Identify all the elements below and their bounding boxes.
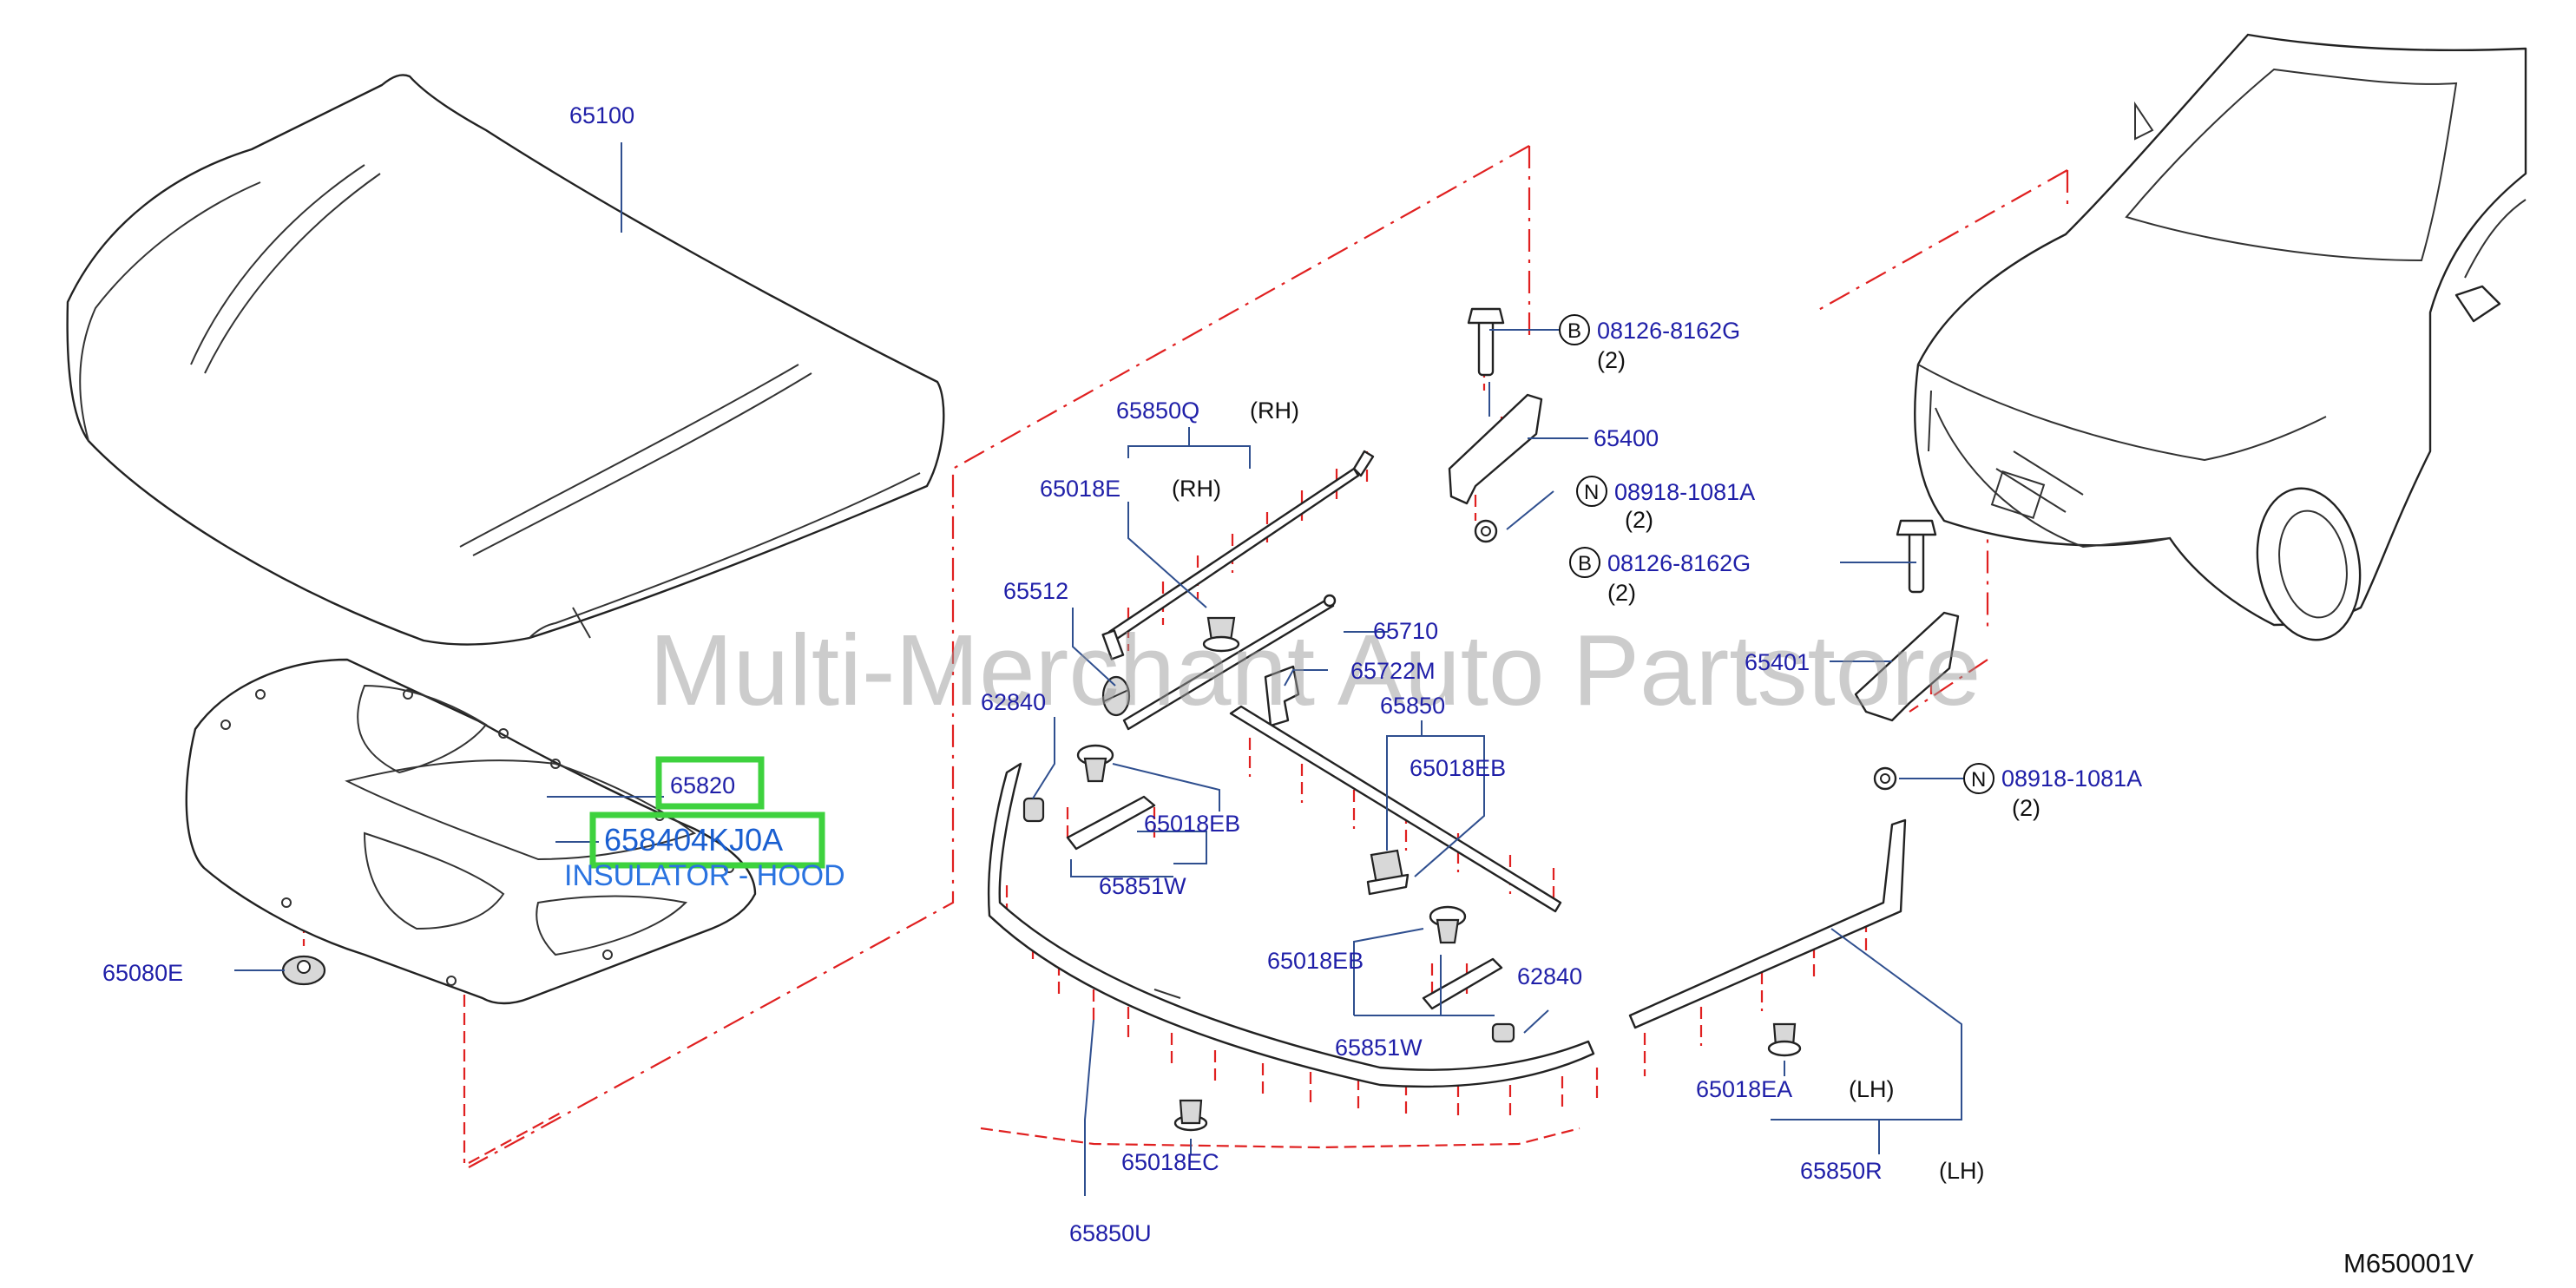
highlight-part-number[interactable]: 658404KJ0A [604,822,783,858]
insulator-clip-65080E [281,955,326,986]
label-65080E[interactable]: 65080E [102,960,183,986]
fastener-qty-lower: (2) [1607,580,1636,606]
label-65018EB-lower[interactable]: 65018EB [1267,948,1364,974]
clip-65018EB-lower [1429,905,1467,944]
label-65850U[interactable]: 65850U [1069,1220,1152,1246]
bracket-65851W-left [1066,795,1156,851]
hood-rod-65710 [1122,594,1337,731]
qualifier-65018EA: (LH) [1849,1076,1895,1102]
fastener-qty-mid: (2) [1625,507,1653,533]
clip-65018EB-center [1366,849,1410,896]
watermark: Multi-Merchant Auto Partstore [649,614,1981,726]
highlight-box-label[interactable]: 65820 [670,772,735,798]
rh-side-moulding [1101,450,1375,660]
label-62840-left[interactable]: 62840 [981,689,1046,715]
front-moulding [987,762,1595,1088]
center-moulding [1229,705,1562,913]
fastener-08918-1081A-right[interactable]: 08918-1081A [2001,766,2142,792]
label-65851W-left[interactable]: 65851W [1099,873,1186,899]
fastener-symbol-b-top: B [1567,319,1581,343]
label-65018E[interactable]: 65018E [1040,476,1120,502]
grommet-65512 [1101,675,1131,717]
label-65851W-right[interactable]: 65851W [1335,1035,1423,1061]
label-65850[interactable]: 65850 [1380,693,1445,719]
highlight-description: INSULATOR - HOOD [564,859,845,892]
fastener-qty-right: (2) [2012,795,2040,821]
label-62840-right[interactable]: 62840 [1517,963,1582,989]
fastener-08126-8162G-top[interactable]: 08126-8162G [1597,318,1740,344]
hinge-65401 [1854,519,1960,791]
leader-lines [234,142,1963,1196]
highlighted-part[interactable]: 65820 658404KJ0A INSULATOR - HOOD [564,756,845,892]
fastener-qty-top: (2) [1597,347,1626,373]
fastener-08126-8162G-lower[interactable]: 08126-8162G [1607,550,1751,576]
hood-panel [66,74,945,646]
clip-65018E [1202,616,1240,653]
part-labels: 65100 65080E 65850Q (RH) 65018E (RH) 655… [102,102,1985,1246]
label-65018EB-left[interactable]: 65018EB [1144,811,1240,837]
clip-65018EB-left [1076,744,1114,783]
label-65850R[interactable]: 65850R [1800,1158,1883,1184]
clip-65018EC [1173,1099,1208,1132]
qualifier-65850Q: (RH) [1250,398,1299,424]
label-65710[interactable]: 65710 [1373,618,1438,644]
hood-insulator [185,658,757,1005]
label-65018EB-center[interactable]: 65018EB [1410,755,1506,781]
diagram-reference-code: M650001V [2343,1248,2474,1278]
label-65100[interactable]: 65100 [569,102,634,128]
label-65512[interactable]: 65512 [1003,578,1068,604]
fastener-callouts: B 08126-8162G (2) N 08918-1081A (2) B 08… [1559,314,2142,821]
clip-65018EA [1767,1022,1802,1057]
fastener-symbol-n-right: N [1971,768,1986,792]
qualifier-65018E: (RH) [1172,476,1221,502]
label-65401[interactable]: 65401 [1745,649,1810,675]
fastener-symbol-b-lower: B [1578,552,1592,575]
label-65722M[interactable]: 65722M [1350,658,1436,684]
stopper-62840-right [1491,1022,1515,1043]
fastener-08918-1081A-mid[interactable]: 08918-1081A [1614,479,1755,505]
hinge-65400 [1448,307,1543,543]
stopper-62840-left [1022,797,1045,823]
qualifier-65850R: (LH) [1939,1158,1985,1184]
label-65018EA[interactable]: 65018EA [1696,1076,1792,1102]
label-65018EC[interactable]: 65018EC [1121,1149,1219,1175]
label-65400[interactable]: 65400 [1594,425,1659,451]
lh-side-moulding [1628,818,1907,1029]
fastener-symbol-n-mid: N [1584,481,1599,504]
bracket-65851W-right [1422,957,1503,1010]
label-65850Q[interactable]: 65850Q [1116,398,1199,424]
vehicle-outline [1914,33,2527,641]
